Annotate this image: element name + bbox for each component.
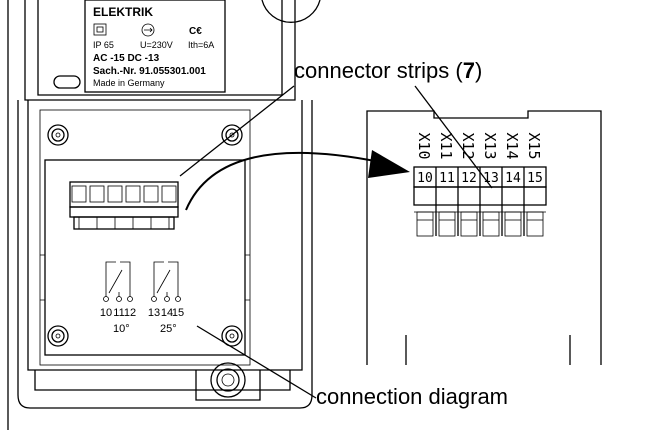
device-terminal-number: 14 (161, 307, 173, 319)
temp-label-10: 10° (113, 323, 130, 335)
magnify-arrow (185, 151, 381, 211)
cable-gland-icon (210, 362, 246, 398)
leader-line-diagram (196, 325, 317, 399)
device-terminal-cell (89, 185, 105, 203)
device-terminal-number: 11 (113, 307, 124, 319)
detail-terminal-number: 12 (461, 171, 477, 186)
detail-x-label: X14 (503, 132, 521, 159)
device-terminal-number: 15 (172, 307, 184, 319)
detail-terminal-block (482, 211, 500, 237)
connector-strips-text: connector strips ( (294, 58, 463, 83)
wiring-terminal-point (151, 296, 157, 302)
device-connector-strip (69, 181, 179, 230)
screw-bottom-left-icon (47, 325, 69, 347)
oval-slot (53, 75, 81, 89)
device-terminal-number: 12 (124, 307, 136, 319)
serial-number: Sach.-Nr. 91.055301.001 (93, 66, 206, 77)
detail-x-label: X10 (415, 132, 433, 159)
detail-view (366, 110, 602, 365)
wiring-terminal-point (164, 296, 170, 302)
wiring-terminal-point (103, 296, 109, 302)
current-rating: Ith=6A (188, 40, 214, 50)
ip-rating: IP 65 (93, 40, 114, 50)
connector-strips-callout: connector strips (7) (294, 58, 482, 83)
detail-terminal-block (438, 211, 456, 237)
device-terminal-cell (143, 185, 159, 203)
temperature-symbol-icon (141, 23, 155, 37)
screw-top-right-icon (221, 124, 243, 146)
detail-terminal-number: 10 (417, 171, 433, 186)
ac-dc-rating: AC -15 DC -13 (93, 53, 160, 64)
brand-text: ELEKTRIK (93, 5, 153, 19)
double-insulation-icon (93, 23, 107, 36)
screw-top-left-icon (47, 124, 69, 146)
wiring-compartment (44, 159, 246, 356)
temp-label-25: 25° (160, 323, 177, 335)
detail-terminal-block (504, 211, 522, 237)
device-terminal-cell (125, 185, 141, 203)
connector-strips-number: 7 (463, 58, 475, 83)
detail-x-label: X13 (481, 132, 499, 159)
device-terminal-number: 10 (100, 307, 112, 319)
device-terminal-cell (71, 185, 87, 203)
detail-x-label: X15 (525, 132, 543, 159)
voltage-rating: U=230V (140, 40, 173, 50)
connector-strips-suffix: ) (475, 58, 482, 83)
device-terminal-cell (161, 185, 177, 203)
wiring-terminal-point (116, 296, 122, 302)
detail-terminal-block (416, 211, 434, 237)
relay-wiring-symbol (103, 261, 181, 302)
wiring-terminal-point (175, 296, 181, 302)
detail-x-label: X12 (459, 132, 477, 159)
screw-bottom-right-icon (221, 325, 243, 347)
leader-line-detail (414, 85, 493, 189)
device-terminal-number: 13 (148, 307, 160, 319)
detail-terminal-number: 13 (483, 171, 499, 186)
detail-terminal-number: 14 (505, 171, 521, 186)
arrowhead-icon (368, 150, 410, 178)
connection-diagram-label: connection diagram (316, 384, 508, 409)
detail-terminal-number: 15 (527, 171, 543, 186)
ce-mark: C€ (189, 26, 202, 37)
detail-terminal-block (526, 211, 544, 237)
detail-terminal-number: 11 (439, 171, 455, 186)
device-housing (17, 0, 321, 409)
nameplate: ELEKTRIK C€ IP 65 U=230V Ith=6A AC -15 D… (84, 0, 226, 93)
detail-terminal-block (460, 211, 478, 237)
leader-line-device (179, 85, 295, 177)
device-terminal-cell (107, 185, 123, 203)
wiring-terminal-point (127, 296, 133, 302)
made-in-text: Made in Germany (93, 78, 165, 88)
detail-x-label: X11 (437, 132, 455, 159)
